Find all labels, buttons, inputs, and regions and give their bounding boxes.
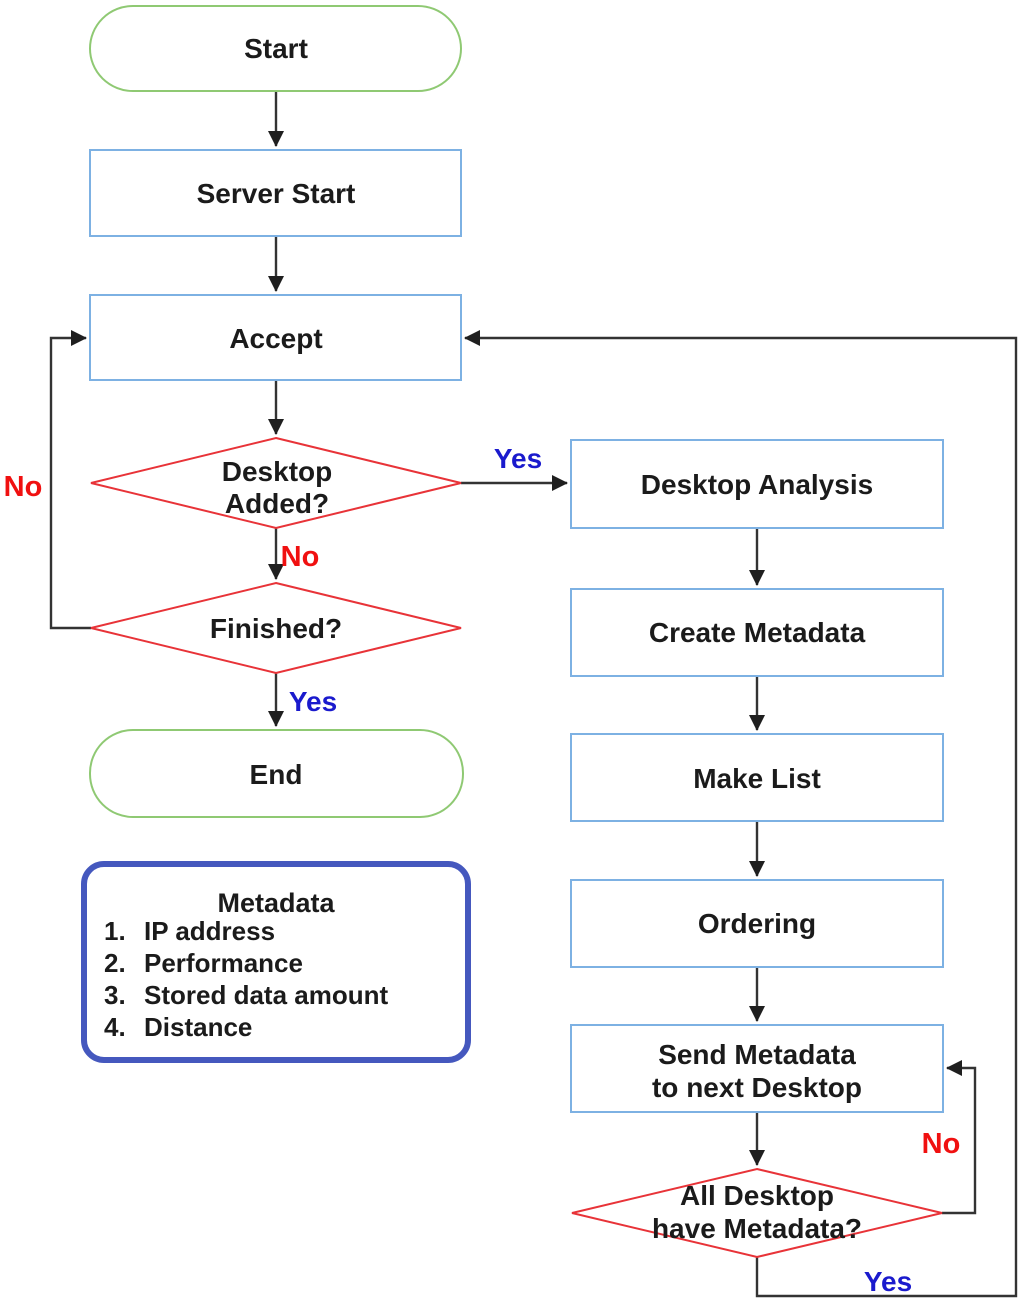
metadata-note-title: Metadata [217,888,335,918]
metadata-item-4-number: 4. [104,1012,126,1042]
metadata-note-item: 4. Distance [104,1012,252,1042]
node-end: End [89,729,464,818]
node-desktop-analysis-label: Desktop Analysis [641,469,873,500]
node-make-list-shape [570,733,944,822]
node-finished-shape [90,581,462,675]
node-send-metadata-label-line2: to next Desktop [652,1072,862,1103]
node-accept-label: Accept [229,323,322,354]
node-desktop-added: Desktop Added? [90,436,462,530]
node-all-desktop-label-line2: have Metadata? [652,1213,862,1244]
edge-label-finished-yes: Yes [289,686,337,717]
metadata-note-shape [81,861,471,1063]
edge-label-finished-no: No [4,471,43,503]
metadata-item-3-label: Stored data amount [144,980,388,1010]
metadata-note: Metadata 1. IP address 2. Performance 3.… [81,861,471,1063]
metadata-item-3-number: 3. [104,980,126,1010]
edge-finished-no-loop-to-accept [49,330,91,630]
edge-all-desktop-yes-loop-to-accept [464,330,1018,1298]
node-finished-label: Finished? [210,613,342,644]
node-send-metadata-shape [570,1024,944,1113]
metadata-note-item: 2. Performance [104,948,303,978]
edges [49,91,1018,1298]
node-make-list-label: Make List [693,763,821,794]
metadata-item-2-number: 2. [104,948,126,978]
metadata-note-item: 1. IP address [104,916,275,946]
edge-labels: Yes No No Yes No Yes [4,443,961,1297]
metadata-item-4-label: Distance [144,1012,252,1042]
node-server-start-label: Server Start [197,178,356,209]
metadata-item-2-label: Performance [144,948,303,978]
node-desktop-analysis: Desktop Analysis [570,439,944,529]
node-create-metadata-label: Create Metadata [649,617,866,648]
metadata-item-1-label: IP address [144,916,275,946]
node-end-label: End [250,759,303,790]
node-accept: Accept [89,294,462,381]
node-send-metadata: Send Metadata to next Desktop [570,1024,944,1113]
node-ordering-label: Ordering [698,908,816,939]
node-create-metadata-shape [570,588,944,677]
edge-label-all-desktop-no: No [922,1128,961,1160]
node-send-metadata-label-line1: Send Metadata [658,1039,856,1070]
node-start-shape [89,5,462,92]
node-ordering-shape [570,879,944,968]
edge-all-desktop-no-loop-to-send-metadata [942,1060,977,1215]
node-end-shape [89,729,464,818]
edge-label-desktop-added-yes: Yes [494,443,542,474]
node-desktop-added-label-line2: Added? [225,488,329,519]
node-server-start: Server Start [89,149,462,237]
node-finished: Finished? [90,581,462,675]
node-make-list: Make List [570,733,944,822]
node-start: Start [89,5,462,92]
node-desktop-added-label-line1: Desktop [222,456,332,487]
node-create-metadata: Create Metadata [570,588,944,677]
node-server-start-shape [89,149,462,237]
metadata-item-1-number: 1. [104,916,126,946]
edge-label-desktop-added-no: No [281,541,320,573]
node-all-desktop-label-line1: All Desktop [680,1180,834,1211]
node-accept-shape [89,294,462,381]
node-desktop-analysis-shape [570,439,944,529]
metadata-note-item: 3. Stored data amount [104,980,388,1010]
node-start-label: Start [244,33,308,64]
edge-label-all-desktop-yes: Yes [864,1266,912,1297]
node-all-desktop-shape [571,1167,943,1259]
node-ordering: Ordering [570,879,944,968]
node-all-desktop-have-metadata: All Desktop have Metadata? [571,1167,943,1259]
node-desktop-added-shape [90,436,462,530]
